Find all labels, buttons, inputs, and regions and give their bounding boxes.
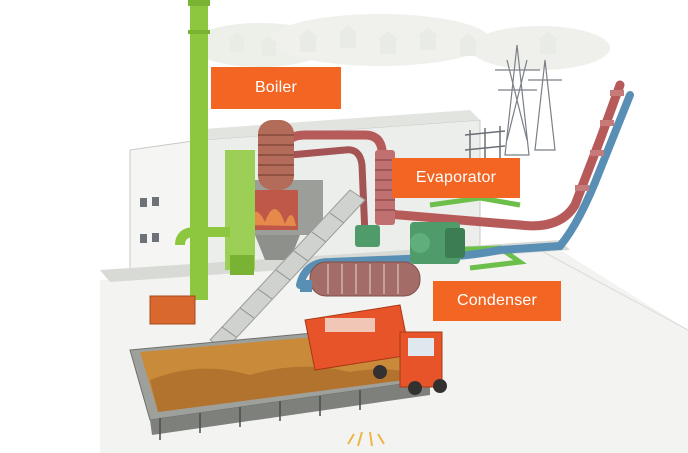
power-pylon-icon xyxy=(495,44,562,156)
condenser-label: Condenser xyxy=(433,281,561,321)
condenser-icon xyxy=(300,261,421,297)
truck-icon xyxy=(304,304,447,395)
evaporator-label: Evaporator xyxy=(392,158,520,198)
grab-crane-icon xyxy=(347,431,385,447)
conveyor-icon xyxy=(209,189,366,351)
red-pipe-secondary xyxy=(289,146,369,236)
village-background-icon xyxy=(190,14,610,70)
ash-container xyxy=(149,295,196,325)
turbine-generator-icon xyxy=(355,222,465,264)
evaporator-icon xyxy=(375,150,395,225)
pipe-supports xyxy=(575,90,624,191)
blue-pipe xyxy=(296,91,634,289)
chimney-icon xyxy=(175,0,255,300)
boiler-label: Boiler xyxy=(211,67,341,109)
green-pipes xyxy=(429,195,527,271)
